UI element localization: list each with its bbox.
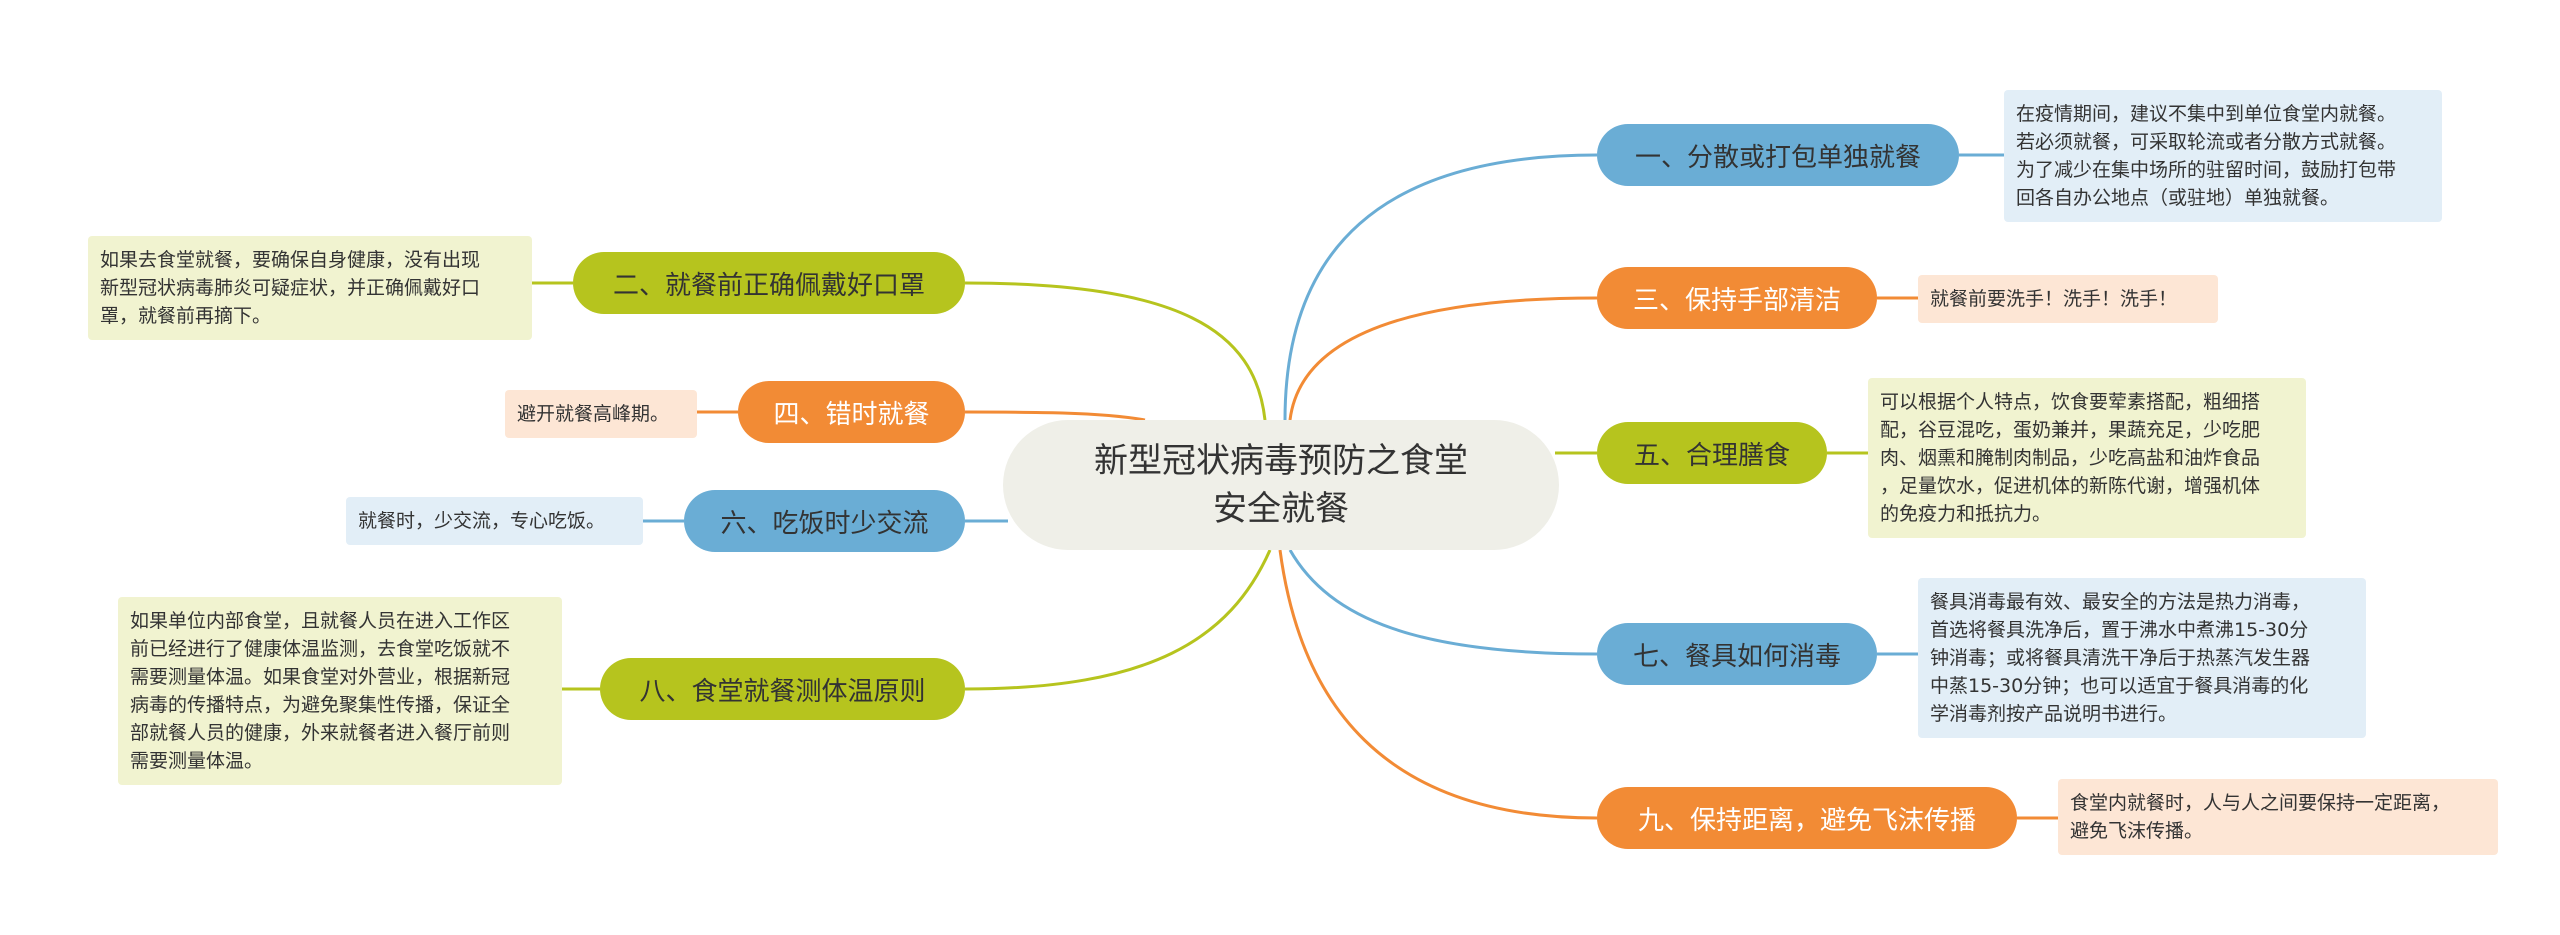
branch-4[interactable]: 四、错时就餐 [738, 381, 965, 443]
connector-8 [964, 549, 1272, 691]
note-3: 就餐前要洗手！洗手！洗手！ [1918, 275, 2218, 323]
branch-3[interactable]: 三、保持手部清洁 [1597, 267, 1877, 329]
note-2: 如果去食堂就餐，要确保自身健康，没有出现新型冠状病毒肺炎可疑症状，并正确佩戴好口… [88, 236, 532, 340]
branch-9[interactable]: 九、保持距离，避免飞沫传播 [1597, 787, 2017, 849]
branch-5[interactable]: 五、合理膳食 [1597, 422, 1827, 484]
note-4: 避开就餐高峰期。 [505, 390, 697, 438]
central-topic-line1: 新型冠状病毒预防之食堂 [1094, 441, 1468, 481]
central-topic[interactable]: 新型冠状病毒预防之食堂 安全就餐 [1003, 420, 1559, 550]
note-8: 如果单位内部食堂，且就餐人员在进入工作区前已经进行了健康体温监测，去食堂吃饭就不… [118, 597, 562, 785]
connector-1 [1283, 153, 1598, 421]
note-1: 在疫情期间，建议不集中到单位食堂内就餐。若必须就餐，可采取轮流或者分散方式就餐。… [2004, 90, 2442, 222]
branch-8[interactable]: 八、食堂就餐测体温原则 [600, 658, 965, 720]
central-topic-line2: 安全就餐 [1213, 489, 1349, 529]
branch-6[interactable]: 六、吃饭时少交流 [684, 490, 965, 552]
connector-2 [964, 281, 1267, 421]
connector-7 [1288, 549, 1598, 656]
note-5: 可以根据个人特点，饮食要荤素搭配，粗细搭配，谷豆混吃，蛋奶兼并，果蔬充足，少吃肥… [1868, 378, 2306, 538]
connector-9 [1278, 549, 1598, 820]
note-7: 餐具消毒最有效、最安全的方法是热力消毒，首选将餐具洗净后，置于沸水中煮沸15-3… [1918, 578, 2366, 738]
branch-2[interactable]: 二、就餐前正确佩戴好口罩 [573, 252, 965, 314]
note-9: 食堂内就餐时，人与人之间要保持一定距离，避免飞沫传播。 [2058, 779, 2498, 855]
branch-1[interactable]: 一、分散或打包单独就餐 [1597, 124, 1959, 186]
connector-3 [1288, 296, 1598, 421]
branch-7[interactable]: 七、餐具如何消毒 [1597, 623, 1877, 685]
connector-4 [964, 410, 1146, 422]
note-6: 就餐时，少交流，专心吃饭。 [346, 497, 643, 545]
